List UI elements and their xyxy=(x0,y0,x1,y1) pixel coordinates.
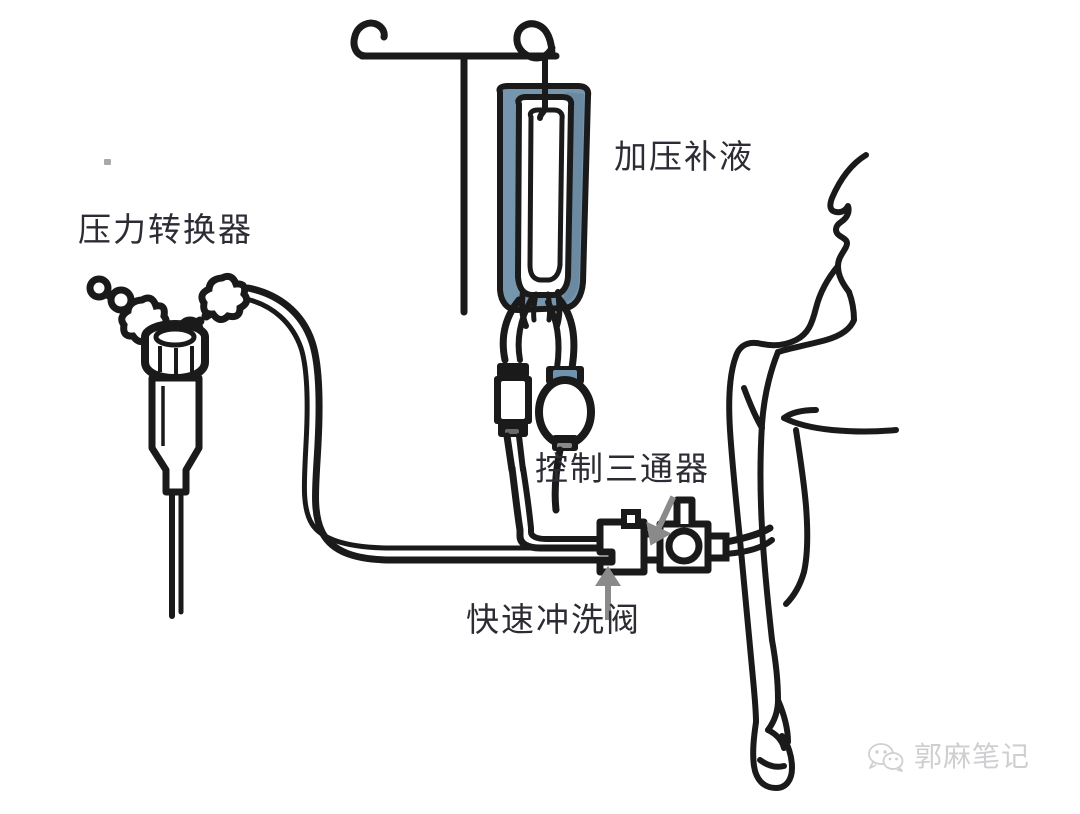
label-pressurized-fluid: 加压补液 xyxy=(614,137,754,176)
scan-speck xyxy=(104,159,111,165)
drip-chamber-oval xyxy=(535,366,595,514)
label-fast-flush-valve: 快速冲洗阀 xyxy=(466,600,641,639)
label-three-way-stopcock: 控制三通器 xyxy=(535,449,710,488)
line-to-patient xyxy=(722,524,775,557)
pressure-transducer xyxy=(86,273,251,619)
wechat-icon xyxy=(868,743,904,772)
patient-figure xyxy=(726,152,899,791)
iv-pole xyxy=(350,19,560,316)
arrow-to-flush-valve xyxy=(595,566,621,620)
iv-line-set xyxy=(499,296,578,372)
label-pressure-transducer: 压力转换器 xyxy=(78,210,253,249)
watermark-account-name: 郭麻笔记 xyxy=(914,740,1031,773)
tubing-loop xyxy=(244,284,612,564)
arrow-to-stopcock xyxy=(646,495,676,546)
pressure-infusion-bag xyxy=(496,83,592,329)
watermark: 郭麻笔记 xyxy=(868,742,1030,772)
drip-chamber-rectangular xyxy=(494,363,532,474)
three-way-stopcock[interactable] xyxy=(656,496,730,574)
annotation-arrows xyxy=(595,495,676,620)
